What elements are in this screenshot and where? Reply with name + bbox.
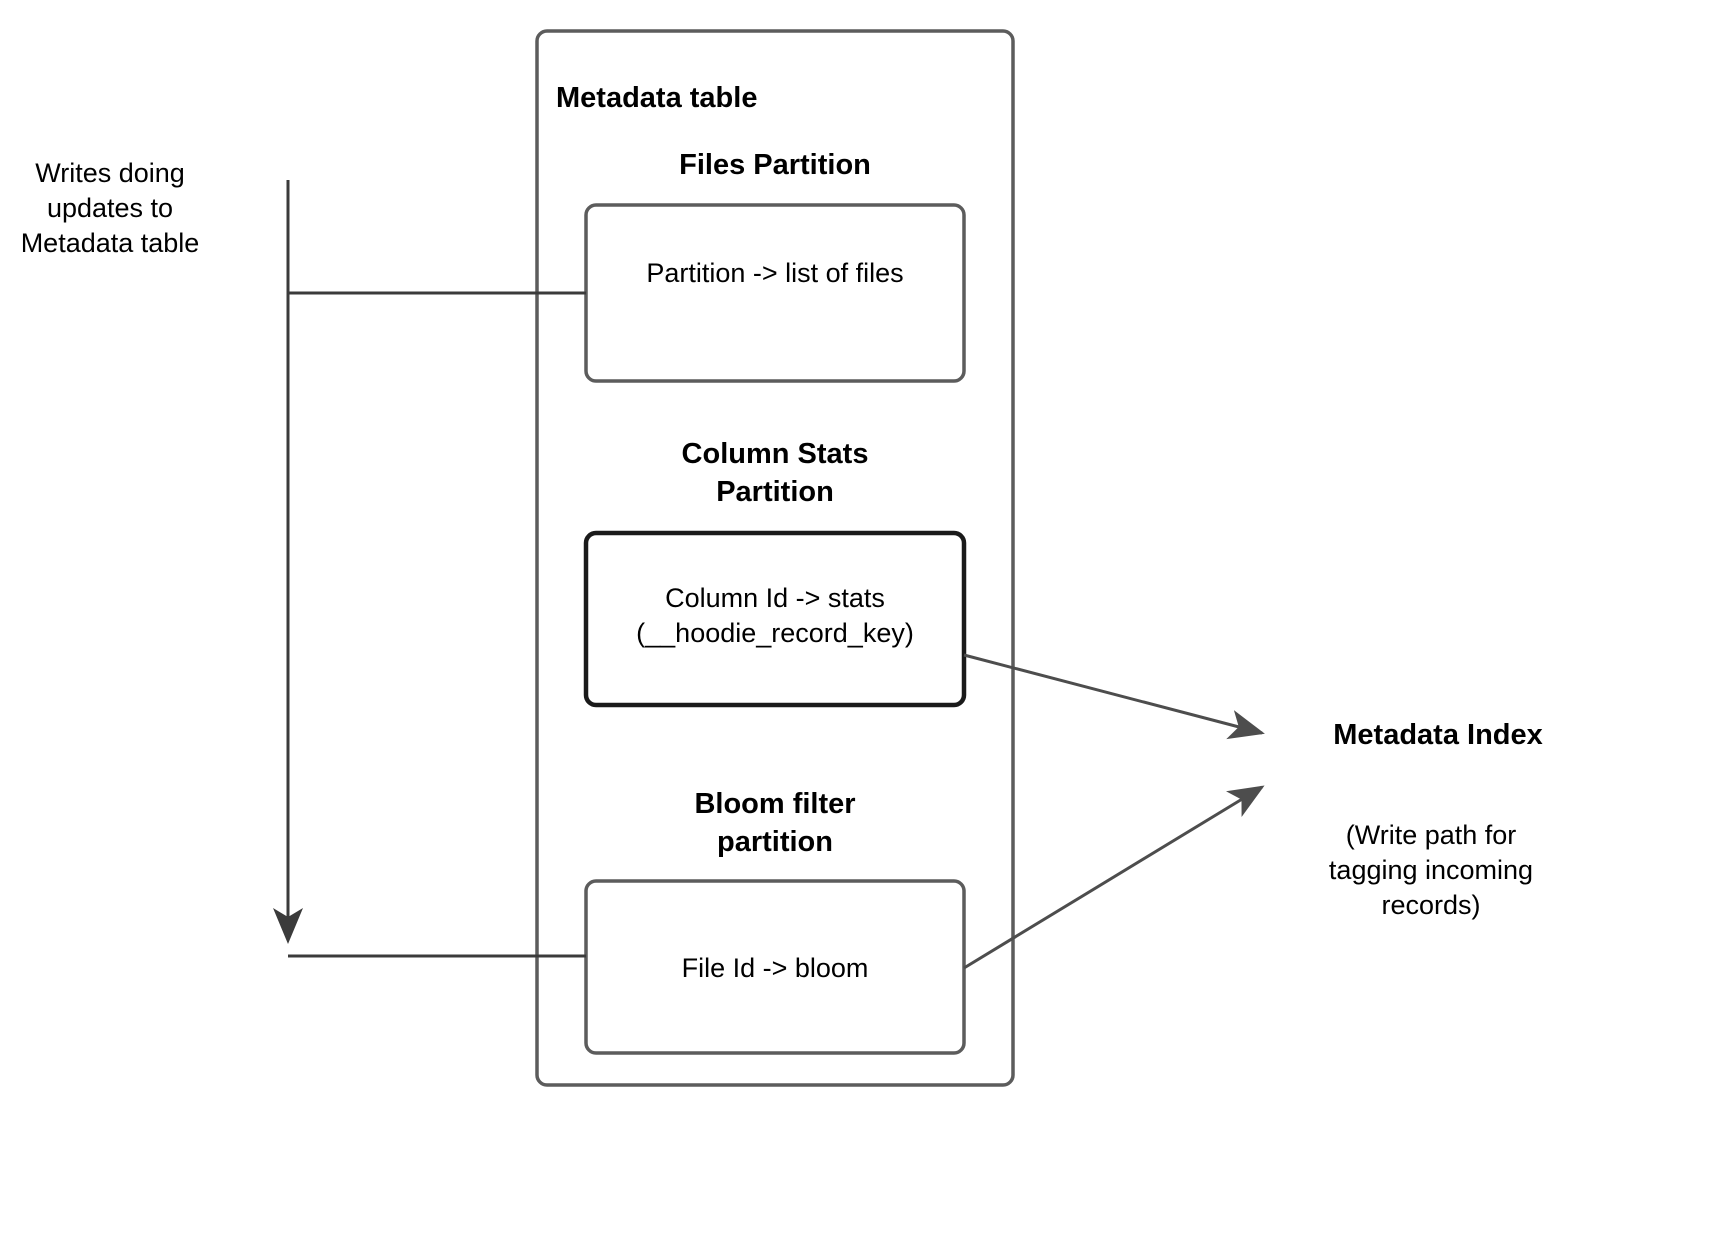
files-partition-heading: Files Partition	[679, 149, 871, 181]
column-stats-partition-box	[583, 530, 967, 708]
bloom-to-index-arrow	[963, 785, 1265, 970]
column-stats-partition-box-label: Column Id -> stats (__hoodie_record_key)	[636, 583, 914, 649]
files-partition-box-label: Partition -> list of files	[646, 258, 904, 288]
metadata-index-caption: (Write path for tagging incoming records…	[1328, 820, 1534, 921]
metadata-table-container	[535, 29, 1015, 1087]
bloom-filter-partition-box-label: File Id -> bloom	[681, 953, 869, 983]
writes-updates-note: Writes doing updates to Metadata table	[20, 158, 200, 259]
column-stats-to-index-arrow	[963, 653, 1265, 740]
metadata-index-title: Metadata Index	[1333, 719, 1543, 751]
column-stats-partition-heading: Column Stats Partition	[681, 438, 869, 508]
metadata-table-title: Metadata table	[556, 82, 758, 114]
bloom-filter-partition-heading: Bloom filter partition	[694, 788, 856, 858]
files-partition-box	[584, 203, 966, 383]
